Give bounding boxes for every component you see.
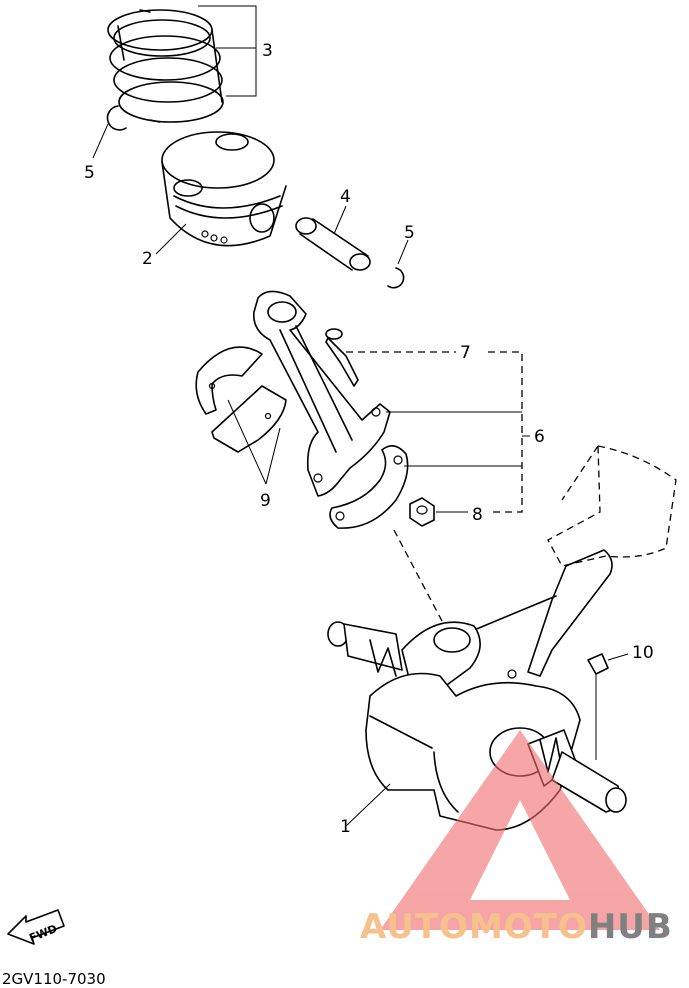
watermark-word-part2: HUB	[588, 907, 673, 947]
watermark-word-part1: AUTOMOTO	[360, 907, 588, 947]
callout-5-upper: 5	[84, 163, 95, 183]
callout-6: 6	[534, 427, 545, 447]
callout-1: 1	[340, 817, 351, 837]
woodruff-key	[587, 653, 609, 675]
callout-labels: 3 5 4 5 2 7 6 9 8 10 1	[84, 41, 654, 837]
connecting-rod	[253, 290, 391, 497]
callout-10: 10	[632, 643, 654, 663]
diagram-code: 2GV110-7030	[2, 970, 106, 988]
callout-7: 7	[460, 343, 471, 363]
callout-3: 3	[262, 41, 273, 61]
bearing-halves	[195, 346, 287, 453]
fwd-arrow-icon: FWD	[7, 909, 65, 945]
callout-9: 9	[260, 491, 271, 511]
callout-2: 2	[142, 249, 153, 269]
ghost-rod-outline	[547, 445, 677, 567]
callout-5-lower: 5	[404, 223, 415, 243]
rod-nut	[409, 497, 435, 527]
watermark-triangle	[380, 730, 660, 930]
callout-4: 4	[340, 187, 351, 207]
piston-pin	[295, 217, 371, 271]
circlip-lower	[387, 267, 405, 289]
rod-cap	[329, 445, 409, 529]
piston	[161, 131, 287, 247]
svg-text:AUTOMOTOHUB: AUTOMOTOHUB	[360, 907, 673, 947]
piston-rings	[107, 9, 224, 123]
callout-8: 8	[472, 505, 483, 525]
circlip-upper	[106, 105, 127, 131]
watermark-logo: AUTOMOTOHUB	[360, 730, 673, 947]
rod-bolt	[325, 328, 359, 387]
